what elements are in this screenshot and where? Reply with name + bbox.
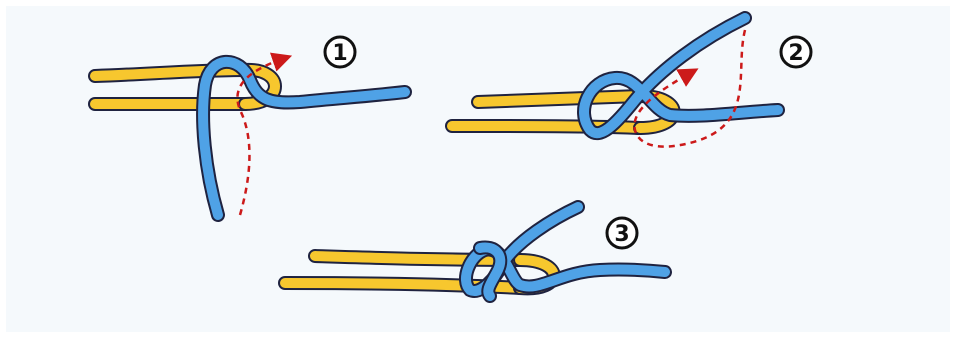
step-1-badge: 1	[325, 37, 355, 67]
step-1-illustration: 1	[95, 37, 405, 215]
step-2-badge: 2	[781, 37, 811, 67]
step-2-illustration: 2	[452, 18, 811, 147]
step-1-blue-line	[203, 62, 405, 215]
step-3-blue-line	[466, 207, 665, 296]
step-1-number: 1	[332, 41, 347, 66]
step-3-number: 3	[614, 222, 629, 247]
step-2-blue-line	[584, 18, 778, 133]
step-2-number: 2	[788, 41, 803, 66]
step-3-illustration: 3	[285, 207, 665, 296]
step-3-badge: 3	[607, 218, 637, 248]
